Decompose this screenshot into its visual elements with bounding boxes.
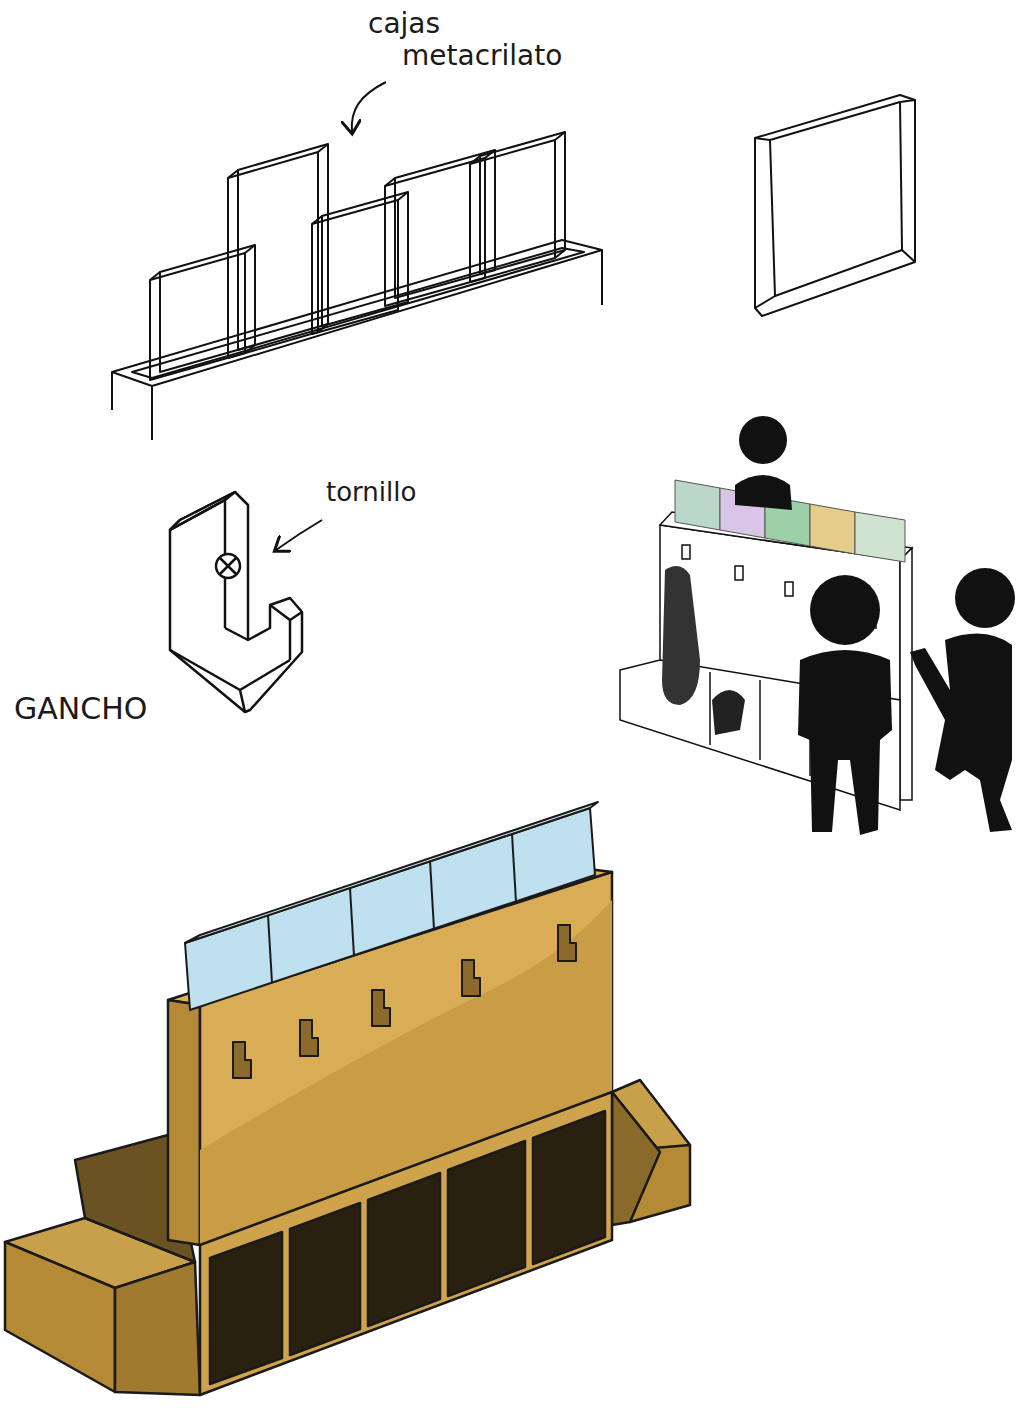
- callout-label: cajas metacrilato: [368, 8, 572, 72]
- hook-sketch: [170, 492, 302, 712]
- leader-line: [352, 82, 386, 132]
- usage-scene: [620, 416, 1015, 835]
- callout-label: tornillo: [326, 478, 416, 508]
- bench-sketch: [112, 132, 602, 440]
- callout-label: GANCHO: [14, 692, 147, 727]
- cardboard-stand: [5, 802, 690, 1395]
- leader-line: [276, 520, 322, 550]
- acrylic-box: [755, 95, 915, 316]
